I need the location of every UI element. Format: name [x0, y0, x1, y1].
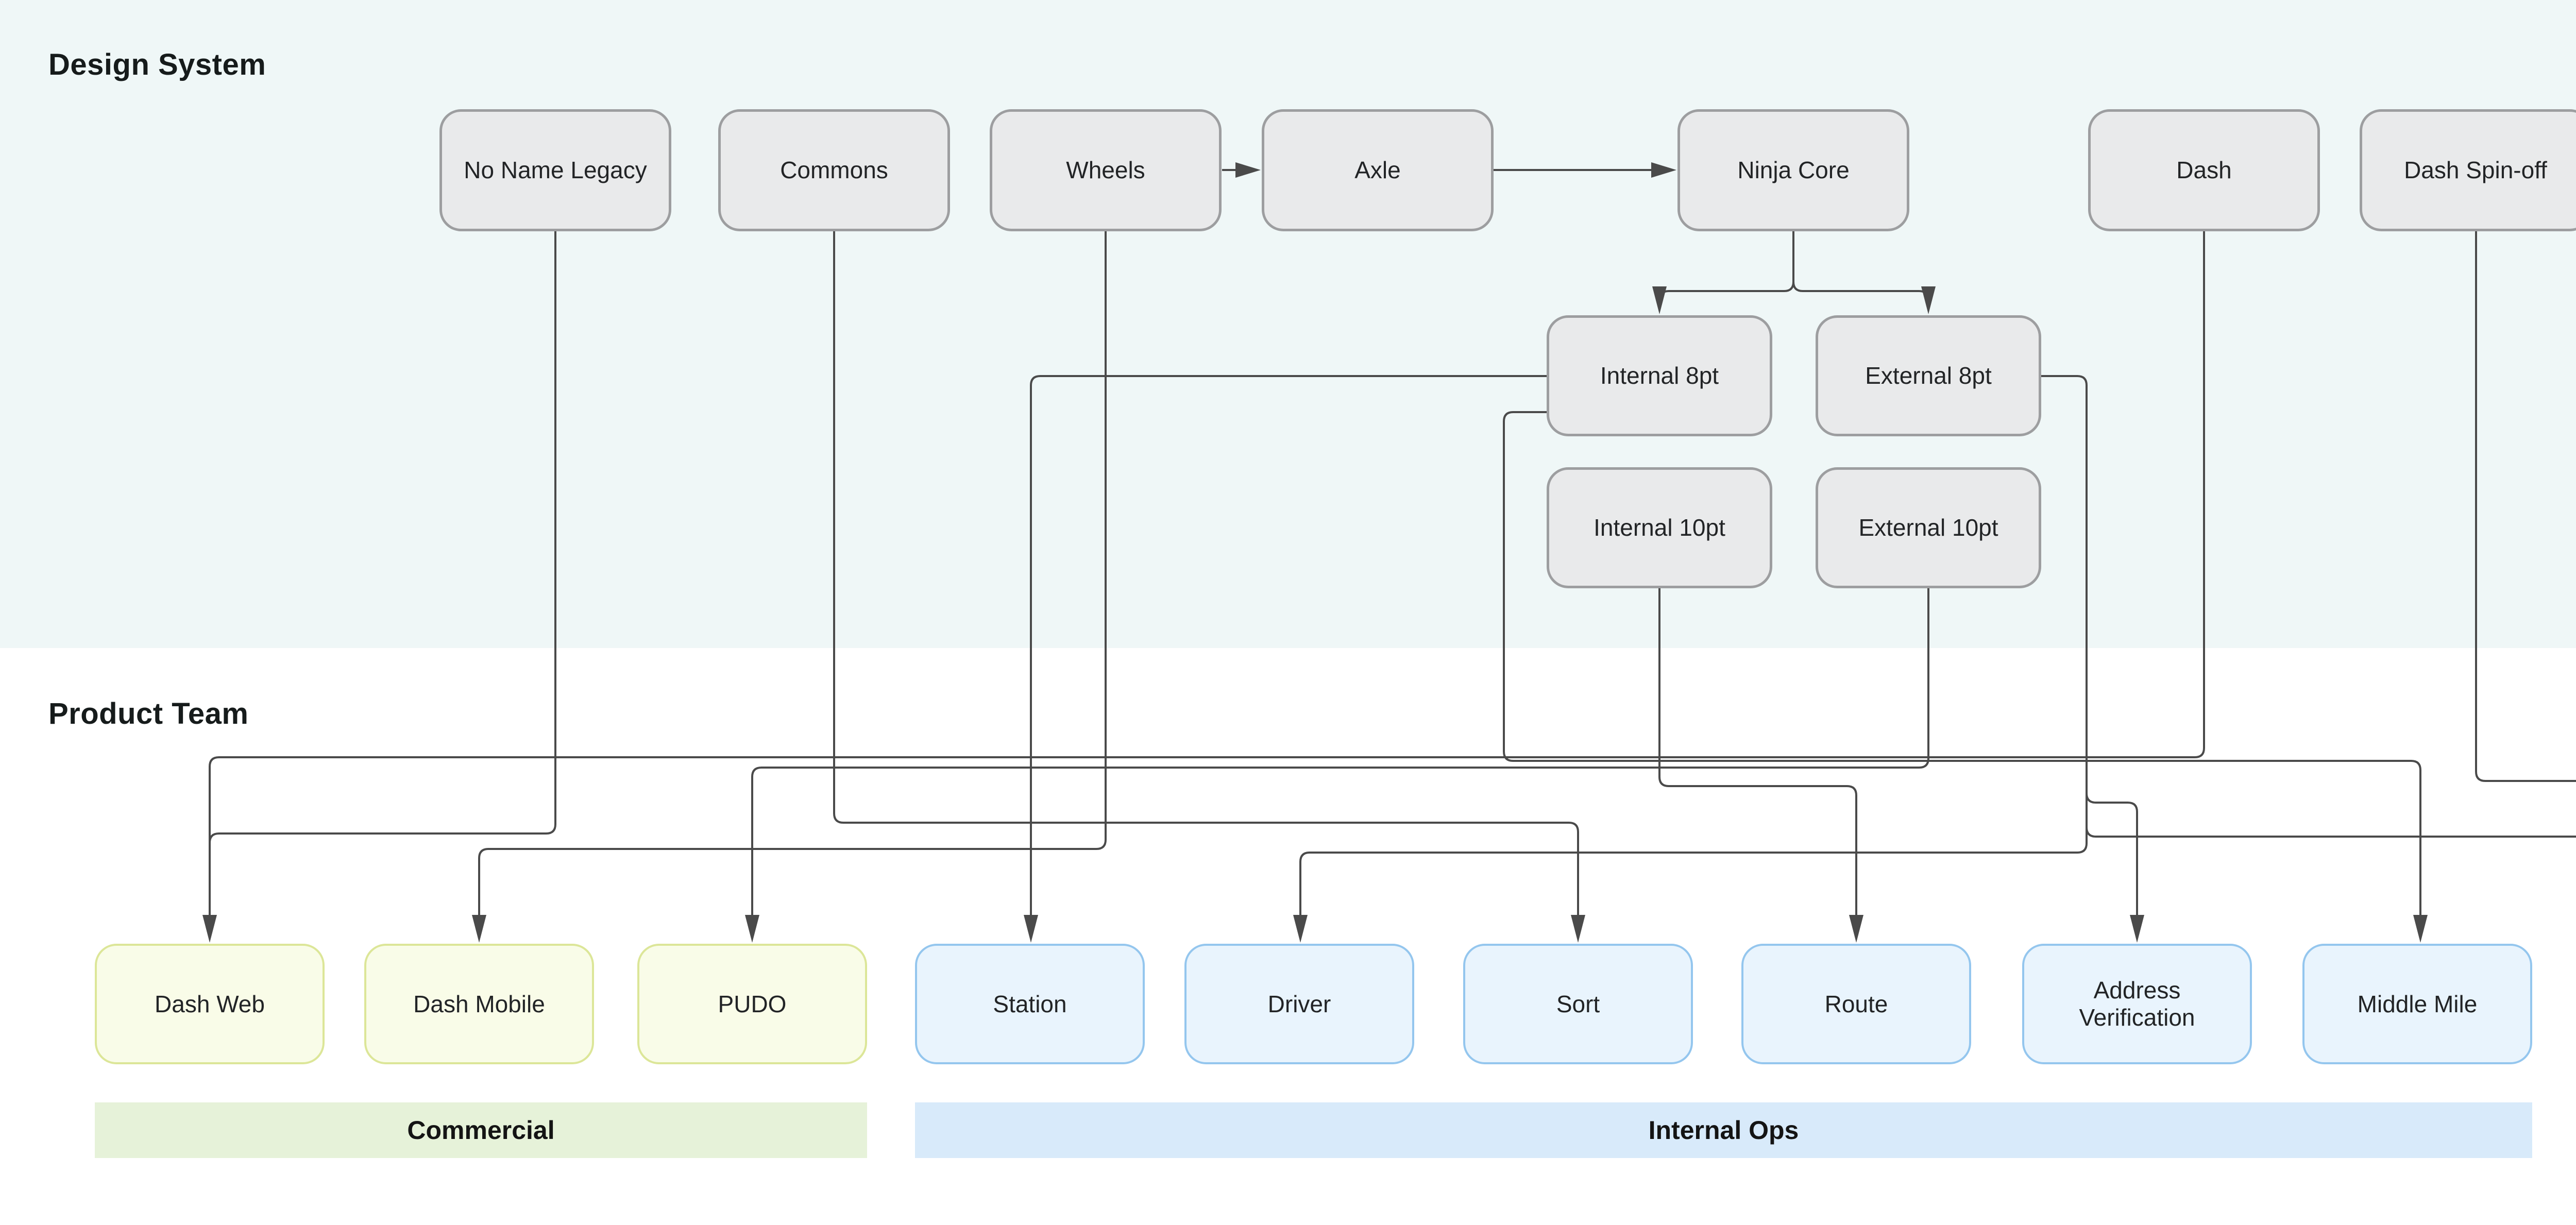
edge-external-8pt-cross-border — [2086, 385, 2576, 838]
node-no-name-legacy[interactable]: No Name Legacy — [439, 109, 671, 231]
node-label: Internal 10pt — [1594, 514, 1725, 541]
edge-external-8pt-address-verification — [2041, 375, 2138, 920]
node-label: Station — [993, 990, 1067, 1017]
arrowhead-dash-web — [202, 915, 217, 943]
node-wheels[interactable]: Wheels — [990, 109, 1222, 231]
node-pudo[interactable]: PUDO — [637, 944, 867, 1064]
node-middle-mile[interactable]: Middle Mile — [2302, 944, 2532, 1064]
design-system-title: Design System — [48, 48, 266, 81]
arrowhead-route — [1849, 915, 1863, 943]
node-dash-web[interactable]: Dash Web — [95, 944, 325, 1064]
arrowhead-sort — [1571, 915, 1585, 943]
edge-wheels-dash-mobile — [478, 231, 1107, 920]
edge-ninja-core-internal-8pt — [1658, 231, 1794, 301]
edge-commons-sort — [833, 231, 1579, 920]
node-driver[interactable]: Driver — [1184, 944, 1414, 1064]
edge-external-8pt-driver — [1299, 385, 2088, 920]
node-label: Middle Mile — [2357, 990, 2478, 1017]
node-label: Commons — [780, 157, 888, 184]
edge-internal-8pt-station — [1030, 375, 1547, 920]
node-label: Address Verification — [2079, 977, 2195, 1031]
node-label: Sort — [1556, 990, 1600, 1017]
edge-dash-spin-off-direct — [2475, 231, 2576, 782]
edge-external-10pt-pudo — [751, 588, 1929, 920]
node-route[interactable]: Route — [1741, 944, 1971, 1064]
node-label: Dash Web — [155, 990, 265, 1017]
edge-dash-dash-web — [209, 231, 2205, 920]
node-axle[interactable]: Axle — [1262, 109, 1494, 231]
arrowhead-middle-mile — [2413, 915, 2428, 943]
arrowhead-driver — [1293, 915, 1308, 943]
node-station[interactable]: Station — [915, 944, 1145, 1064]
node-dash-spin-off[interactable]: Dash Spin-off — [2360, 109, 2576, 231]
arrowhead-address-verification — [2130, 915, 2144, 943]
node-label: PUDO — [718, 990, 787, 1017]
node-label: Axle — [1354, 157, 1401, 184]
node-label: External 10pt — [1858, 514, 1998, 541]
arrowhead-ninja-core — [1651, 162, 1676, 178]
node-label: No Name Legacy — [464, 157, 647, 184]
node-sort[interactable]: Sort — [1463, 944, 1693, 1064]
product-team-title: Product Team — [48, 697, 249, 730]
band-commercial[interactable]: Commercial — [95, 1102, 867, 1158]
arrowhead-dash-mobile — [472, 915, 486, 943]
node-label: Internal 8pt — [1600, 362, 1719, 389]
edge-no-name-legacy-dash-web — [209, 231, 556, 920]
node-label: Ninja Core — [1737, 157, 1850, 184]
node-label: Route — [1824, 990, 1888, 1017]
band-internal-ops[interactable]: Internal Ops — [915, 1102, 2532, 1158]
node-dash[interactable]: Dash — [2088, 109, 2320, 231]
edge-internal-10pt-route — [1658, 588, 1857, 920]
node-label: Dash — [2176, 157, 2232, 184]
node-address-verification[interactable]: Address Verification — [2022, 944, 2252, 1064]
edge-ninja-core-external-8pt — [1792, 231, 1929, 301]
node-label: External 8pt — [1865, 362, 1992, 389]
arrowhead-pudo — [745, 915, 759, 943]
edge-internal-8pt-middle-mile — [1503, 411, 2421, 920]
node-internal-10pt[interactable]: Internal 10pt — [1547, 467, 1772, 588]
node-label: Driver — [1267, 990, 1331, 1017]
node-label: Dash Spin-off — [2404, 157, 2547, 184]
band-label: Commercial — [407, 1116, 555, 1145]
node-external-10pt[interactable]: External 10pt — [1816, 467, 2041, 588]
design-system-section-background — [0, 0, 2576, 648]
node-dash-mobile[interactable]: Dash Mobile — [364, 944, 594, 1064]
arrowhead-external-8pt — [1921, 286, 1936, 314]
band-label: Internal Ops — [1648, 1116, 1799, 1145]
node-commons[interactable]: Commons — [718, 109, 950, 231]
arrowhead-station — [1024, 915, 1038, 943]
node-external-8pt[interactable]: External 8pt — [1816, 315, 2041, 436]
node-ninja-core[interactable]: Ninja Core — [1677, 109, 1909, 231]
arrowhead-axle — [1235, 162, 1261, 178]
node-internal-8pt[interactable]: Internal 8pt — [1547, 315, 1772, 436]
node-label: Wheels — [1066, 157, 1145, 184]
node-label: Dash Mobile — [413, 990, 545, 1017]
arrowhead-internal-8pt — [1652, 286, 1667, 314]
